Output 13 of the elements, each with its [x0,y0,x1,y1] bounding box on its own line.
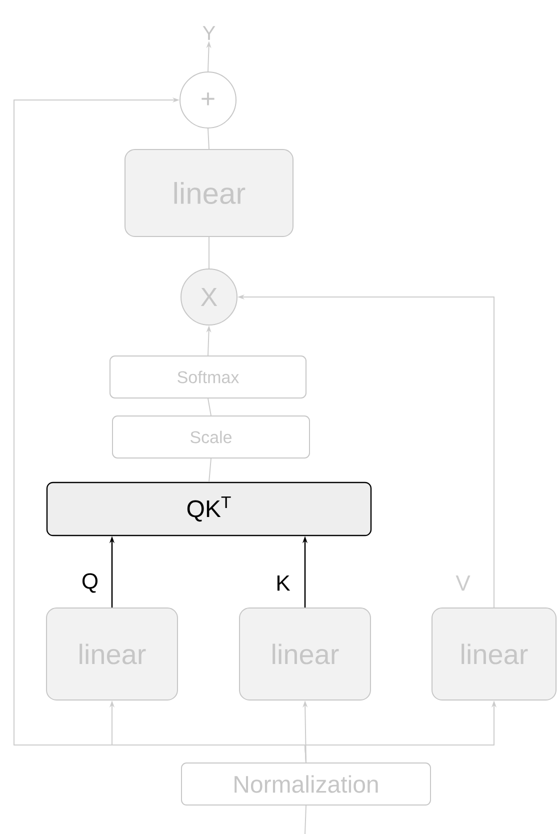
connector-line [208,458,212,482]
normalization-box: Normalization [181,762,431,806]
softmax-box: Softmax [110,356,306,398]
qkt-box: QK$^{T}$ [46,482,372,536]
connector-line [208,128,210,150]
connector-line [208,236,210,269]
edge-label: Q [80,572,100,594]
connector-line [304,805,306,834]
output-label: Y [202,26,216,40]
arrow [14,97,306,763]
scale-box: Scale [112,416,310,458]
edge-label: K [274,574,292,592]
connector-line [208,398,212,416]
